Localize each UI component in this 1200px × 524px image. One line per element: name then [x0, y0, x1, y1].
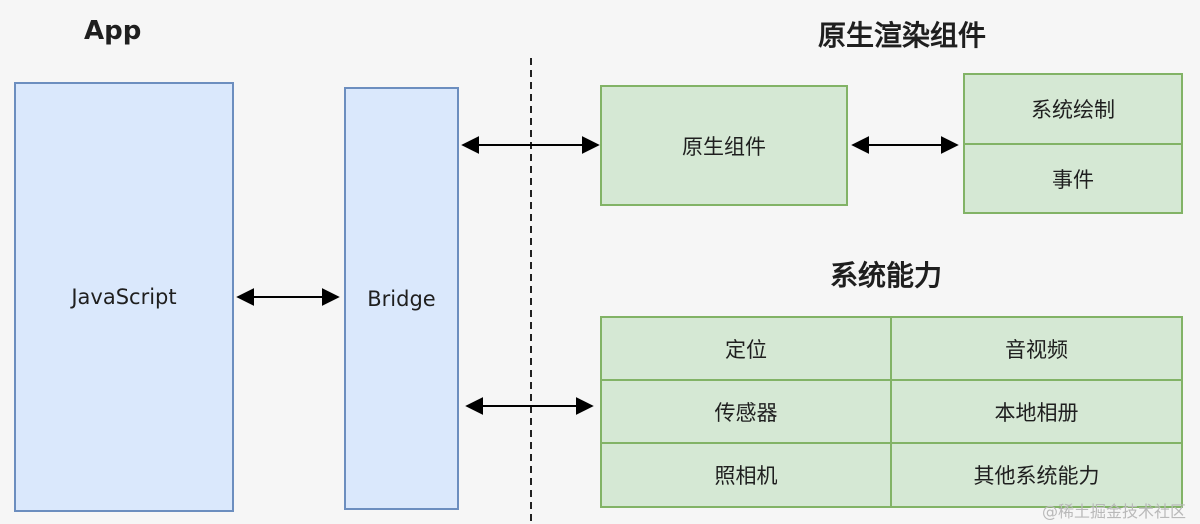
ability-camera: 照相机 [602, 444, 892, 506]
ability-local-album: 本地相册 [892, 381, 1181, 444]
system-ability-grid: 定位 音视频 传感器 本地相册 照相机 其他系统能力 [600, 316, 1183, 508]
ability-label: 其他系统能力 [973, 464, 1100, 488]
ability-sensor: 传感器 [602, 381, 892, 444]
render-item-system-drawing: 系统绘制 [965, 75, 1181, 145]
render-item-event: 事件 [965, 145, 1181, 212]
render-item-label: 系统绘制 [1031, 98, 1115, 122]
ability-location: 定位 [602, 318, 892, 381]
app-heading: App [84, 16, 142, 46]
ability-label: 定位 [725, 337, 767, 362]
ability-label: 传感器 [714, 400, 778, 425]
ability-audio-video: 音视频 [892, 318, 1181, 381]
system-ability-heading: 系统能力 [830, 259, 943, 292]
ability-label: 音视频 [1005, 337, 1068, 362]
native-component-label: 原生组件 [682, 134, 766, 159]
native-render-heading: 原生渲染组件 [818, 19, 987, 52]
bridge-block: Bridge [344, 87, 459, 510]
native-component-block: 原生组件 [600, 85, 848, 206]
ability-other: 其他系统能力 [892, 444, 1181, 506]
javascript-block: JavaScript [14, 82, 234, 512]
ability-label: 本地相册 [994, 400, 1079, 425]
watermark: @稀土掘金技术社区 [1041, 502, 1186, 521]
render-item-label: 事件 [1052, 167, 1094, 192]
javascript-label: JavaScript [71, 285, 177, 309]
bridge-label: Bridge [367, 286, 436, 311]
ability-label: 照相机 [714, 464, 778, 488]
render-group: 系统绘制 事件 [963, 73, 1183, 214]
